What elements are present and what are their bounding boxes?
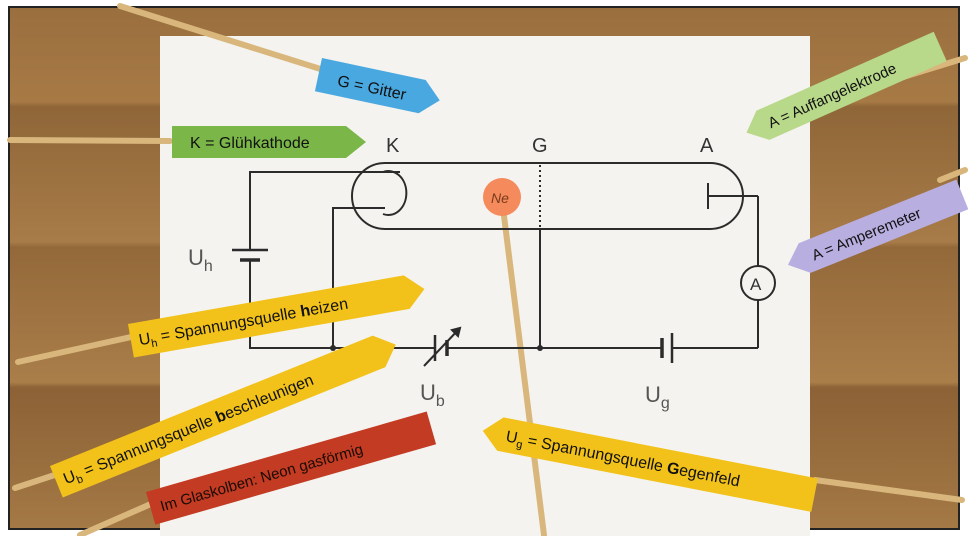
tag-gitter: G = Gitter xyxy=(314,58,440,114)
label-uh: Uh xyxy=(188,245,213,275)
label-ug: Ug xyxy=(645,382,670,412)
ammeter-letter: A xyxy=(750,275,762,294)
tag-kathode: K = Glühkathode xyxy=(172,126,366,158)
circuit-drawing xyxy=(232,162,776,367)
label-g: G xyxy=(532,135,548,157)
paper-sheet xyxy=(160,36,810,536)
label-a: A xyxy=(700,135,714,157)
label-k: K xyxy=(386,135,400,157)
label-ub: Ub xyxy=(420,380,445,410)
svg-text:K = Glühkathode: K = Glühkathode xyxy=(190,135,310,152)
neon-marker-dot xyxy=(483,178,521,216)
neon-marker-text: Ne xyxy=(491,190,509,206)
junction-dots xyxy=(330,345,543,351)
